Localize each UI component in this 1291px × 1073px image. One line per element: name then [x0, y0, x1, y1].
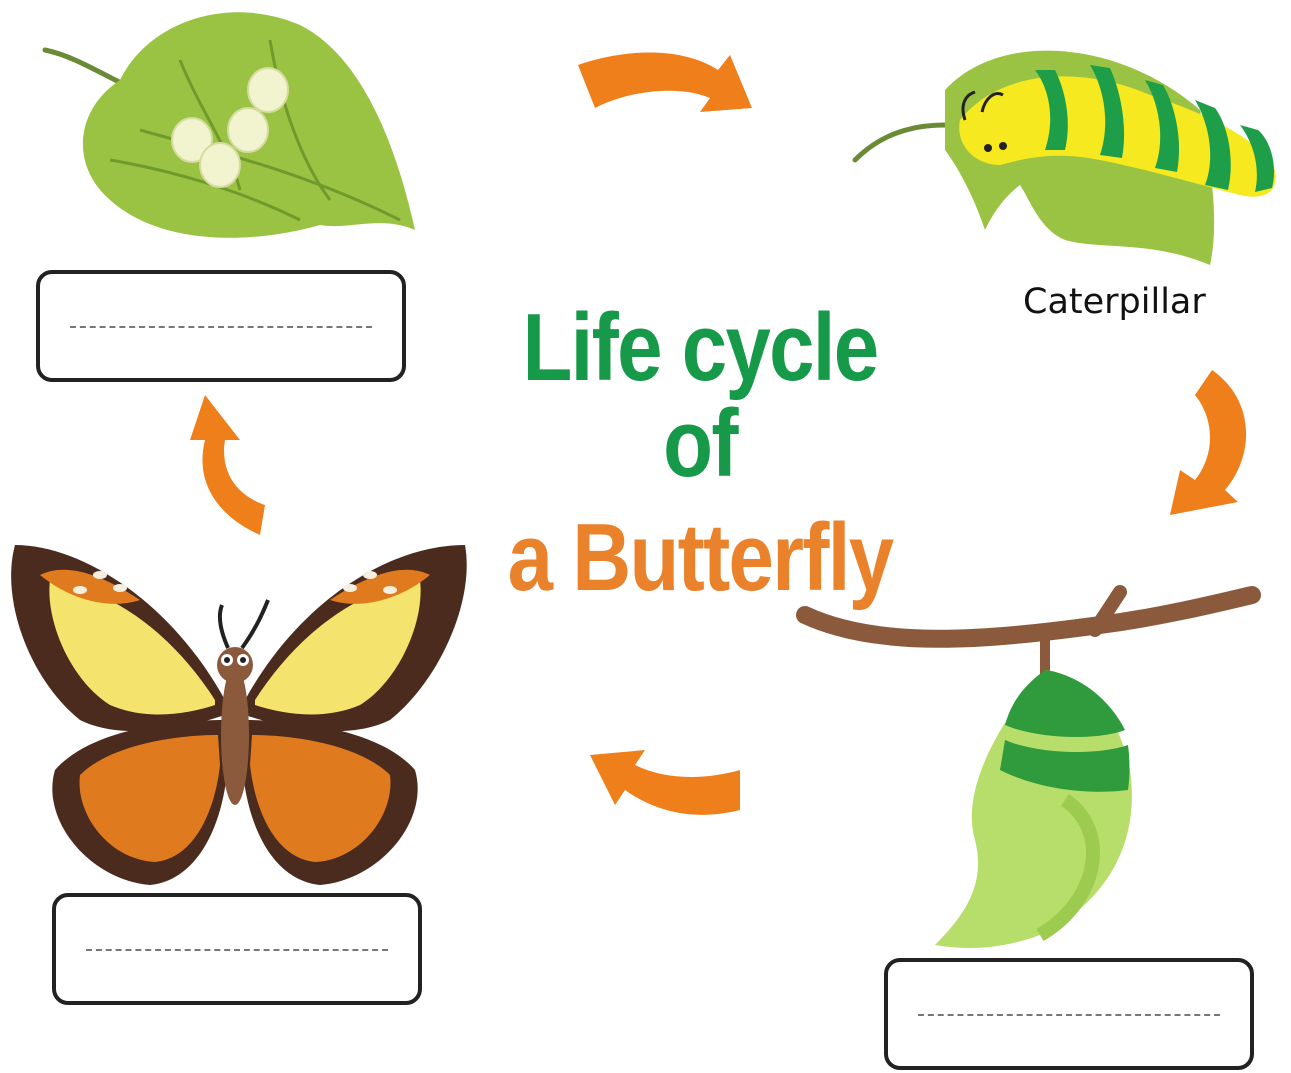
leaf-eggs-icon	[45, 12, 415, 238]
cycle-arrow-icon	[1170, 370, 1246, 515]
caterpillar-icon	[855, 51, 1276, 265]
title-line-2-article: a	[508, 504, 552, 611]
chrysalis-icon	[805, 592, 1252, 948]
diagram-title: Life cycle of a Butterfly	[440, 300, 960, 606]
butterfly-label-line	[86, 949, 388, 951]
cycle-arrow-icon	[578, 53, 752, 113]
pupa-label-line	[918, 1014, 1220, 1016]
egg-label-box[interactable]	[36, 270, 406, 382]
pupa-label-box[interactable]	[884, 958, 1254, 1070]
title-line-1: Life cycle of	[479, 300, 921, 492]
title-line-2-word: Butterfly	[572, 504, 892, 611]
butterfly-label-box[interactable]	[52, 893, 422, 1005]
cycle-arrow-icon	[190, 395, 265, 535]
cycle-arrow-icon	[590, 750, 740, 815]
butterfly-icon	[11, 545, 467, 885]
egg-label-line	[70, 326, 372, 328]
caterpillar-caption: Caterpillar	[1023, 282, 1206, 322]
title-line-2: a Butterfly	[479, 510, 921, 606]
